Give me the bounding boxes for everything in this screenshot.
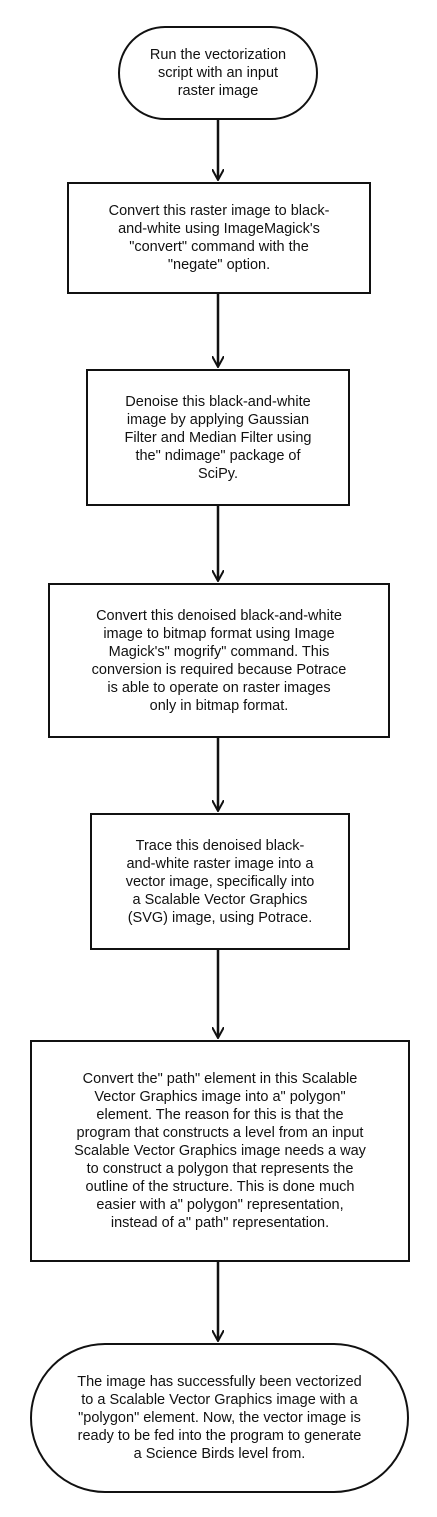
- step-trace-potrace-text: Trace this denoised black- and-white ras…: [125, 837, 315, 926]
- start-terminal-text: Run the vectorization script with an inp…: [149, 47, 287, 99]
- step-trace-potrace: Trace this denoised black- and-white ras…: [90, 813, 350, 950]
- step-convert-bitmap: Convert this denoised black-and-white im…: [48, 583, 390, 738]
- step-convert-polygon-text: Convert the" path" element in this Scala…: [74, 1071, 366, 1231]
- step-convert-black-white-text: Convert this raster image to black- and-…: [108, 203, 330, 273]
- start-terminal: Run the vectorization script with an inp…: [118, 26, 318, 120]
- step-denoise: Denoise this black-and-white image by ap…: [86, 369, 350, 506]
- step-convert-polygon: Convert the" path" element in this Scala…: [30, 1040, 410, 1262]
- step-convert-black-white: Convert this raster image to black- and-…: [67, 182, 371, 294]
- step-denoise-text: Denoise this black-and-white image by ap…: [124, 393, 312, 482]
- end-terminal: The image has successfully been vectoriz…: [30, 1343, 409, 1493]
- step-convert-bitmap-text: Convert this denoised black-and-white im…: [91, 607, 347, 714]
- end-terminal-text: The image has successfully been vectoriz…: [77, 1374, 362, 1462]
